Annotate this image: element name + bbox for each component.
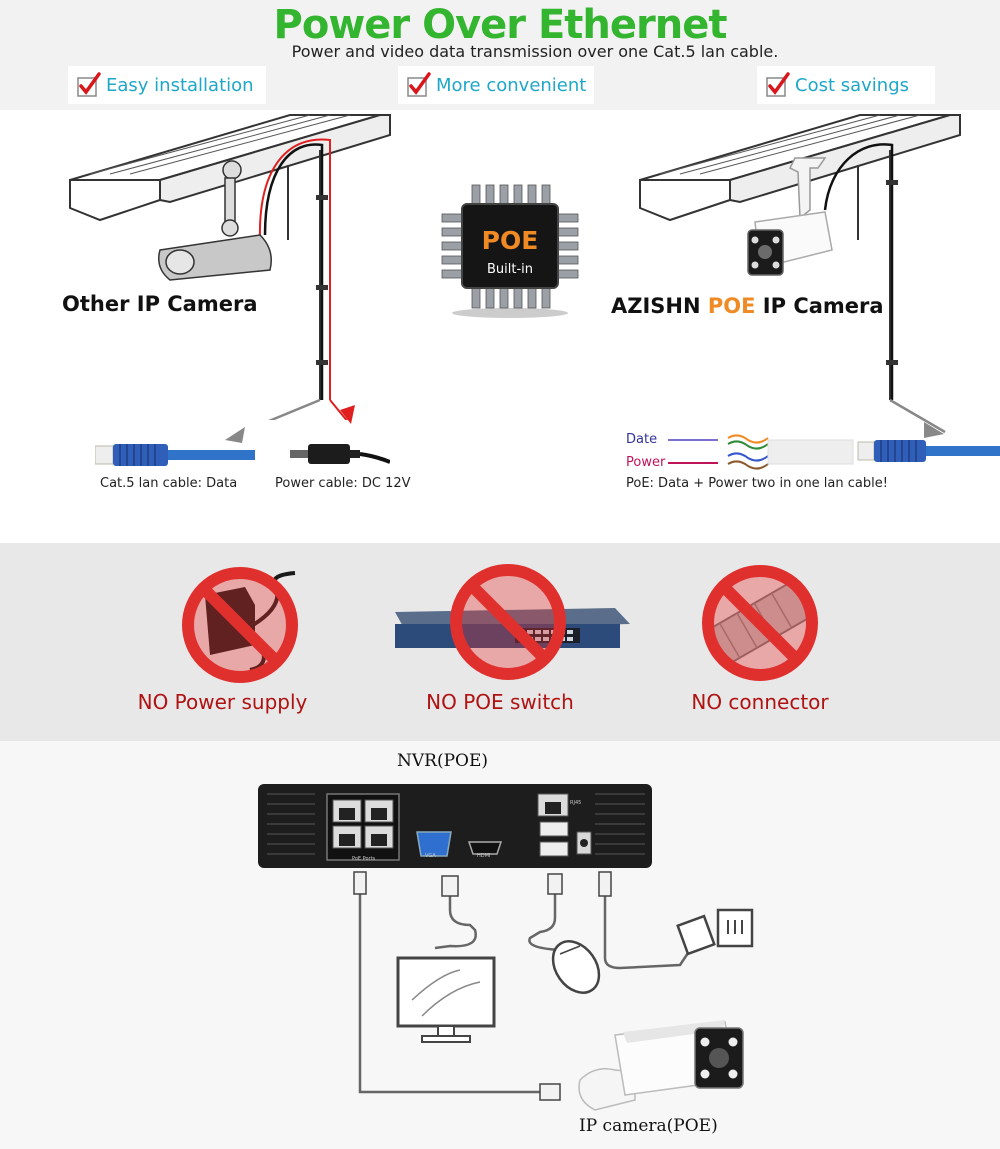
power-label: Power — [626, 455, 666, 470]
azishn-camera-label: AZISHN POE IP Camera — [611, 294, 884, 318]
lan-cable-icon — [95, 444, 255, 466]
feature-label: Easy installation — [106, 74, 254, 96]
hdmi-label: HDMI — [477, 853, 491, 859]
feature-label: Cost savings — [795, 74, 910, 96]
checkbox-check-icon — [407, 72, 431, 97]
page-title: Power Over Ethernet — [273, 2, 728, 48]
nvr-title: NVR(POE) — [397, 751, 489, 771]
azishn-camera-ceiling-illustration — [639, 114, 961, 434]
poe-ports-label: PoE Ports — [352, 856, 376, 862]
feature-easy-installation: Easy installation — [68, 66, 266, 104]
poe-chip-label: POE — [481, 226, 539, 255]
ip-camera-caption: IP camera(POE) — [579, 1116, 718, 1136]
poe-chip-sublabel: Built-in — [486, 262, 534, 277]
no-power-supply-label: NO Power supply — [137, 690, 308, 714]
poe-chip-icon — [441, 184, 579, 318]
date-label: Date — [626, 432, 658, 447]
no-power-supply-icon — [182, 567, 298, 683]
power-cable-caption: Power cable: DC 12V — [275, 476, 411, 491]
lan-cable-caption: Cat.5 lan cable: Data — [100, 476, 238, 491]
arrow-head-icon — [340, 405, 355, 424]
other-camera-label: Other IP Camera — [62, 292, 258, 316]
nvr-device-illustration — [258, 784, 652, 868]
no-poe-switch-icon — [395, 564, 630, 680]
poe-caption: PoE: Data + Power two in one lan cable! — [626, 476, 888, 491]
feature-more-convenient: More convenient — [398, 66, 594, 104]
page-subtitle: Power and video data transmission over o… — [291, 42, 779, 61]
azishn-poe-word: POE — [707, 294, 756, 318]
checkbox-check-icon — [77, 72, 101, 97]
no-poe-switch-label: NO POE switch — [426, 690, 574, 714]
arrow-head-icon — [924, 422, 944, 438]
azishn-brand: AZISHN — [611, 294, 701, 318]
vga-label: VGA — [425, 853, 436, 859]
poe-cable-icon — [668, 434, 1000, 470]
checkbox-check-icon — [766, 72, 790, 97]
rj45-label: RJ45 — [570, 800, 582, 806]
feature-cost-savings: Cost savings — [757, 66, 935, 104]
no-connector-label: NO connector — [691, 690, 829, 714]
other-camera-ceiling-illustration — [69, 114, 391, 420]
azishn-camera-word: IP Camera — [762, 294, 884, 318]
arrow-head-icon — [225, 427, 245, 443]
feature-label: More convenient — [436, 74, 587, 96]
nvr-wiring-diagram — [353, 871, 754, 1101]
ip-camera-illustration — [578, 1020, 744, 1111]
power-cable-icon — [290, 444, 390, 464]
no-connector-icon — [702, 565, 818, 681]
